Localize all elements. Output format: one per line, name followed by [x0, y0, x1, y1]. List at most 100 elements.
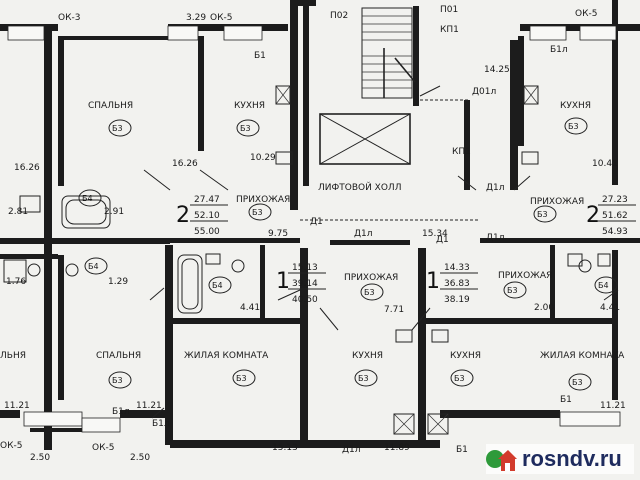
dimension: 1.29 — [108, 277, 128, 287]
room-name: КУХНЯ — [450, 351, 481, 361]
walls — [0, 0, 640, 450]
windows — [7, 25, 621, 433]
apartment-living-area: 14.33 — [444, 263, 470, 273]
dimension: 4.41 — [240, 303, 260, 313]
dimension: 9.75 — [268, 229, 288, 239]
room-name: СПАЛЬНЯ — [88, 101, 133, 111]
door-label: Б1 — [456, 445, 468, 455]
room-code: Б4 — [212, 281, 223, 290]
apartment-living-area: 27.47 — [194, 195, 220, 205]
dimension: 14.25 — [484, 65, 510, 75]
room-code: Б3 — [364, 288, 375, 297]
dimension: 11.21 — [600, 401, 626, 411]
room-code: Б4 — [82, 194, 93, 203]
dimension: 11.21 — [136, 401, 162, 411]
door-label: Д1 — [436, 235, 449, 245]
apartment-useful-area: 36.83 — [444, 279, 470, 289]
dimension: 3.29 — [186, 13, 206, 23]
room-code: Б3 — [240, 124, 251, 133]
apartment-total-area: 40.50 — [292, 295, 318, 305]
room-codes: Б3 Б3 Б3 Б3 Б3 Б4 Б4 Б4 Б4 Б3 Б3 Б3 Б3 — [78, 117, 618, 391]
room-name: СПАЛЬНЯ — [96, 351, 141, 361]
room-code: Б3 — [537, 210, 548, 219]
door-label: Д01л — [472, 87, 496, 97]
stair-label: П01 — [440, 5, 458, 15]
room-code: Б3 — [252, 208, 263, 217]
room-code: Б3 — [568, 122, 579, 131]
room-code: Б3 — [236, 374, 247, 383]
dimension: 1.76 — [6, 277, 26, 287]
apartment-living-area: 15.13 — [292, 263, 318, 273]
room-name: КУХНЯ — [234, 101, 265, 111]
dimension: 11.21 — [4, 401, 30, 411]
dimension: 11.89 — [384, 443, 410, 453]
room-name: ЖИЛАЯ КОМНАТА — [540, 351, 625, 361]
stair-label: КП1 — [440, 25, 459, 35]
window-label: ОК-5 — [92, 443, 114, 453]
apartment-total-area: 54.93 — [602, 227, 628, 237]
room-code: Б4 — [598, 281, 609, 290]
door-label: Д1л — [342, 445, 361, 455]
apartment-rooms: 1 — [276, 269, 290, 294]
apartment-living-area: 27.23 — [602, 195, 628, 205]
dimension: 15.34 — [422, 229, 448, 239]
apartment-total-area: 38.19 — [444, 295, 470, 305]
vent-shafts — [275, 85, 539, 435]
room-name: ЛЬНЯ — [0, 351, 26, 361]
room-name: ПРИХОЖАЯ — [344, 273, 398, 283]
apartment-useful-area: 52.10 — [194, 211, 220, 221]
window-label: ОК-5 — [210, 13, 232, 23]
door-label: Б1л — [152, 419, 170, 429]
apartment-summary-3: 2 27.23 51.62 54.93 — [586, 195, 636, 237]
elevator-shafts — [319, 113, 411, 165]
watermark-text: rosndv.ru — [522, 446, 622, 471]
window-label: ОК-5 — [575, 9, 597, 19]
room-name: КУХНЯ — [352, 351, 383, 361]
apartment-summary-1: 1 15.13 39.14 40.50 — [276, 263, 326, 305]
room-name: ПРИХОЖАЯ — [498, 271, 552, 281]
dimension: 2.00 — [534, 303, 554, 313]
dimension: 2.81 — [8, 207, 28, 217]
door-label: Д1л — [486, 233, 505, 243]
apartment-useful-area: 39.14 — [292, 279, 318, 289]
room-code: Б3 — [454, 374, 465, 383]
window-label: ОК-5 — [0, 441, 22, 451]
house-icon — [486, 450, 517, 471]
door-label: Б1л — [112, 407, 130, 417]
apartment-total-area: 55.00 — [194, 227, 220, 237]
dimension: 2.50 — [30, 453, 50, 463]
room-code: Б4 — [88, 262, 99, 271]
room-name: ПРИХОЖАЯ — [530, 197, 584, 207]
dimension: 16.26 — [172, 159, 198, 169]
stair-label: КП1 — [452, 147, 471, 157]
dimension: 10.41 — [592, 159, 618, 169]
apartment-summary-2: 1 14.33 36.83 38.19 — [426, 263, 478, 305]
door-label: Б1 — [560, 395, 572, 405]
dimension: 2.91 — [104, 207, 124, 217]
apartment-useful-area: 51.62 — [602, 211, 628, 221]
room-code: Б3 — [112, 376, 123, 385]
door-label: Д1л — [486, 183, 505, 193]
room-code: Б3 — [358, 374, 369, 383]
room-name: ПРИХОЖАЯ — [236, 195, 290, 205]
apartment-rooms: 2 — [176, 203, 190, 228]
door-label: Б1л — [550, 45, 568, 55]
doors — [143, 85, 619, 419]
apartment-rooms: 2 — [586, 203, 600, 228]
room-name: ЖИЛАЯ КОМНАТА — [184, 351, 269, 361]
room-code: Б3 — [112, 124, 123, 133]
room-name: КУХНЯ — [560, 101, 591, 111]
room-code: Б3 — [507, 286, 518, 295]
door-label: Д1 — [310, 217, 323, 227]
dimension: 15.13 — [272, 443, 298, 453]
labels: ОК-3 ОК-5 ОК-5 ОК-5 ОК-5 П02 П01 КП1 КП1… — [0, 5, 636, 463]
door-label: Д1л — [354, 229, 373, 239]
dimension: 2.50 — [130, 453, 150, 463]
plumbing — [3, 151, 611, 343]
stair-label: П02 — [330, 11, 348, 21]
room-name: ЛИФТОВОЙ ХОЛЛ — [318, 181, 401, 193]
apartment-summary-0: 2 27.47 52.10 55.00 — [176, 195, 228, 237]
door-label: Б1 — [254, 51, 266, 61]
dimension: 10.29 — [250, 153, 276, 163]
